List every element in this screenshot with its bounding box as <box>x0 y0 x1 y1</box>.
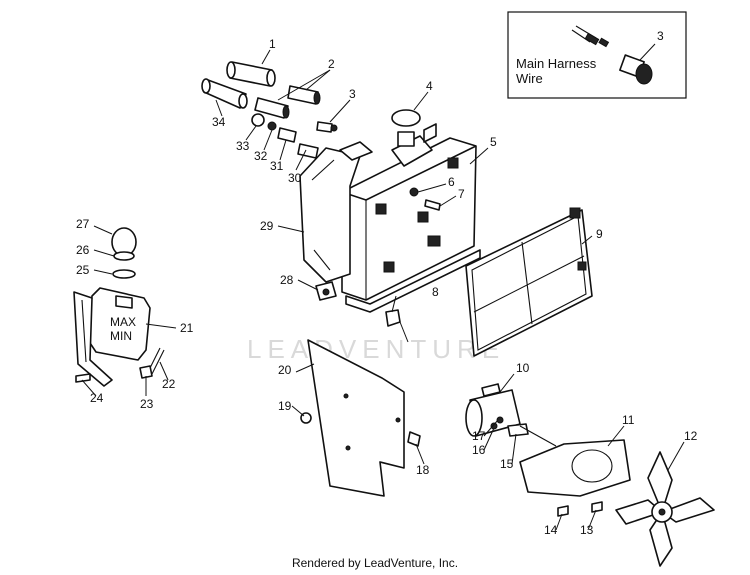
callout-3: 3 <box>349 87 356 101</box>
callout-34: 34 <box>212 115 226 129</box>
hose-lower <box>201 78 248 109</box>
temp-switch-tip <box>635 63 653 85</box>
callout-17: 17 <box>472 429 486 443</box>
callout-25: 25 <box>76 263 90 277</box>
gasket-25 <box>112 269 136 279</box>
inset-frame <box>507 11 687 99</box>
callout-31: 31 <box>270 159 284 173</box>
clamp-23 <box>139 365 153 379</box>
fitting-30 <box>297 143 319 159</box>
leader-lines <box>81 49 685 531</box>
callout-28: 28 <box>280 273 294 287</box>
callout-27: 27 <box>76 217 90 231</box>
fitting-31 <box>277 127 297 143</box>
lower-shroud <box>307 339 405 497</box>
callout-33: 33 <box>236 139 250 153</box>
fan-guard <box>519 439 631 497</box>
grommet-8 <box>385 309 401 327</box>
screw-14 <box>557 505 569 517</box>
overflow-bottle: MAX MIN <box>73 287 151 387</box>
bottle-max-mark: MAX <box>110 315 136 329</box>
callout-8: 8 <box>432 285 439 299</box>
washer-33 <box>251 113 265 127</box>
hose-clamp-a <box>287 85 321 105</box>
callout-9: 9 <box>596 227 603 241</box>
cap-seal-26 <box>113 251 135 261</box>
callout-30: 30 <box>288 171 302 185</box>
screw-24 <box>75 373 91 383</box>
mount-bracket-28 <box>315 281 337 301</box>
callout-1: 1 <box>269 37 276 51</box>
hose-clamp-b <box>254 97 290 119</box>
harness-plug <box>584 32 600 46</box>
callout-24: 24 <box>90 391 104 405</box>
radiator <box>341 109 481 313</box>
harness-inset: Main Harness Wire 3 <box>507 11 687 99</box>
bolt-6 <box>409 187 419 197</box>
screw-13 <box>591 501 603 513</box>
washer-17 <box>496 416 504 424</box>
callout-15: 15 <box>500 457 514 471</box>
callout-6: 6 <box>448 175 455 189</box>
callout-32: 32 <box>254 149 268 163</box>
callout-20: 20 <box>278 363 292 377</box>
callout-22: 22 <box>162 377 176 391</box>
callout-12: 12 <box>684 429 698 443</box>
callout-13: 13 <box>580 523 594 537</box>
callout-19: 19 <box>278 399 292 413</box>
callout-7: 7 <box>458 187 465 201</box>
callouts: 1 2 3 4 5 6 7 8 9 10 11 12 13 14 15 16 1… <box>76 37 698 537</box>
callout-26: 26 <box>76 243 90 257</box>
callout-18: 18 <box>416 463 430 477</box>
callout-10: 10 <box>516 361 530 375</box>
callout-29: 29 <box>260 219 274 233</box>
fan-shroud-side <box>299 141 373 283</box>
callout-11: 11 <box>622 413 635 427</box>
inset-leader <box>639 43 656 61</box>
fan-motor <box>465 383 557 447</box>
spacer-15 <box>507 423 529 437</box>
callout-4: 4 <box>426 79 433 93</box>
nut-32 <box>267 121 277 131</box>
watermark: LEADVENTURE <box>247 334 505 364</box>
callout-16: 16 <box>472 443 486 457</box>
radiator-screen <box>465 207 593 357</box>
fan-blade <box>615 451 715 567</box>
callout-21: 21 <box>180 321 194 335</box>
inset-label-line1: Main Harness <box>516 56 597 71</box>
screw-7 <box>424 199 441 211</box>
callout-5: 5 <box>490 135 497 149</box>
inset-label-line2: Wire <box>516 71 543 86</box>
temp-sensor <box>316 121 338 133</box>
render-credit: Rendered by LeadVenture, Inc. <box>291 556 459 570</box>
clip-18 <box>407 431 421 447</box>
callout-14: 14 <box>544 523 558 537</box>
harness-plug-2 <box>598 37 610 48</box>
callout-23: 23 <box>140 397 154 411</box>
callout-2: 2 <box>328 57 335 71</box>
hose-upper <box>226 61 276 87</box>
radiator-cap <box>391 109 421 127</box>
inset-part-number: 3 <box>657 29 664 43</box>
bottle-min-mark: MIN <box>110 329 132 343</box>
